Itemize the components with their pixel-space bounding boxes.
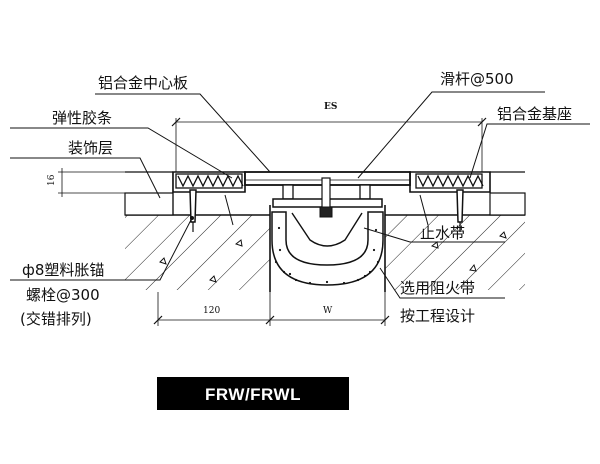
finish-layer-left [124,192,174,216]
anchor-bolt-right [456,189,464,232]
label-anchor-2: 螺栓@300 [26,286,100,304]
finish-layer-right [489,192,526,216]
label-slide-bar: 滑杆@500 [440,70,514,88]
label-base-seat: 铝合金基座 [497,105,572,123]
label-anchor-1: ф8塑料胀锚 [22,261,104,279]
label-finish-layer: 装饰层 [68,139,113,157]
fire-barrier [274,226,380,285]
dim-edge: 120 [203,306,220,316]
elastic-strip-left [175,173,244,189]
label-anchor-3: (交错排列) [20,310,92,328]
label-waterstop: 止水带 [420,224,465,242]
leader-lines [10,91,590,299]
dim-es: ES [324,102,337,112]
dim-width: W [323,306,333,316]
base-seat-left [172,171,246,193]
dim-height: 16 [47,174,57,186]
anchor-bolt-left [189,189,197,232]
model-label: FRW/FRWL [205,385,301,404]
concrete-right [385,215,525,290]
label-fire-1: 选用阻火带 [400,279,475,297]
label-center-plate: 铝合金中心板 [98,74,188,92]
model-badge [157,377,349,410]
concrete-left [125,215,270,290]
elastic-strip-right [415,173,484,189]
label-elastic-strip: 弹性胶条 [52,109,112,127]
waterstop [271,211,384,286]
label-fire-2: 按工程设计 [400,307,475,325]
